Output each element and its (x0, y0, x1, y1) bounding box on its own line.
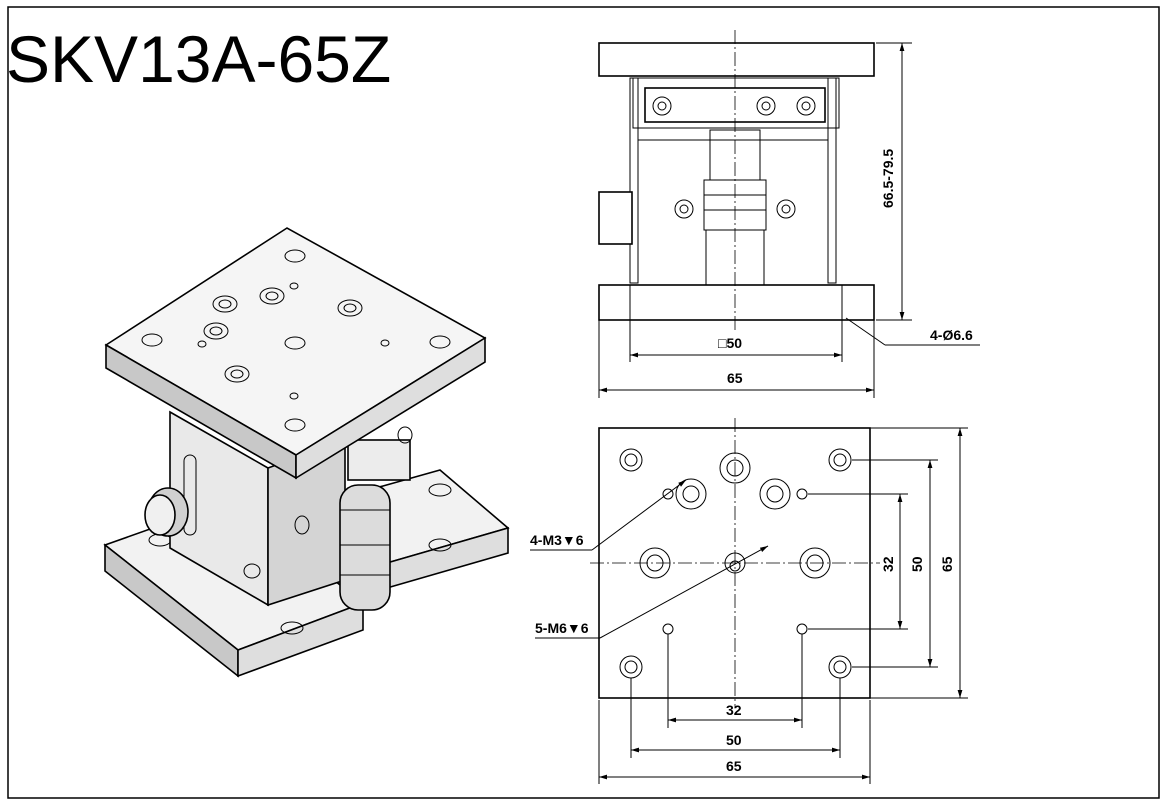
dim-side-65: 65 (939, 556, 955, 572)
dim-base-width: 65 (727, 370, 743, 386)
sheet-border (7, 6, 1160, 799)
iso-adjustment-knob (144, 487, 189, 537)
dim-height-range: 66.5-79.5 (880, 149, 896, 208)
dim-bottom-65: 65 (726, 758, 742, 774)
isometric-view (103, 227, 510, 678)
top-view (590, 418, 880, 708)
dim-square-pitch: □50 (718, 335, 742, 351)
dim-mount-holes: 4-Ø6.6 (930, 327, 973, 343)
callout-m6: 5-M6▼6 (535, 620, 589, 636)
iso-micrometer (339, 426, 413, 611)
iso-top-plate (104, 227, 487, 480)
part-number-title: SKV13A-65Z (6, 22, 391, 96)
dim-side-50: 50 (909, 556, 925, 572)
dim-bottom-50: 50 (726, 732, 742, 748)
callout-m3: 4-M3▼6 (530, 532, 584, 548)
dim-bottom-32: 32 (726, 702, 742, 718)
dim-side-32: 32 (880, 556, 896, 572)
top-view-dimensions: 32 50 65 32 50 65 4-M3▼6 5-M6▼6 (530, 427, 968, 784)
front-view (598, 30, 875, 330)
front-view-dimensions: 66.5-79.5 □50 65 4-Ø6.6 (598, 42, 980, 398)
